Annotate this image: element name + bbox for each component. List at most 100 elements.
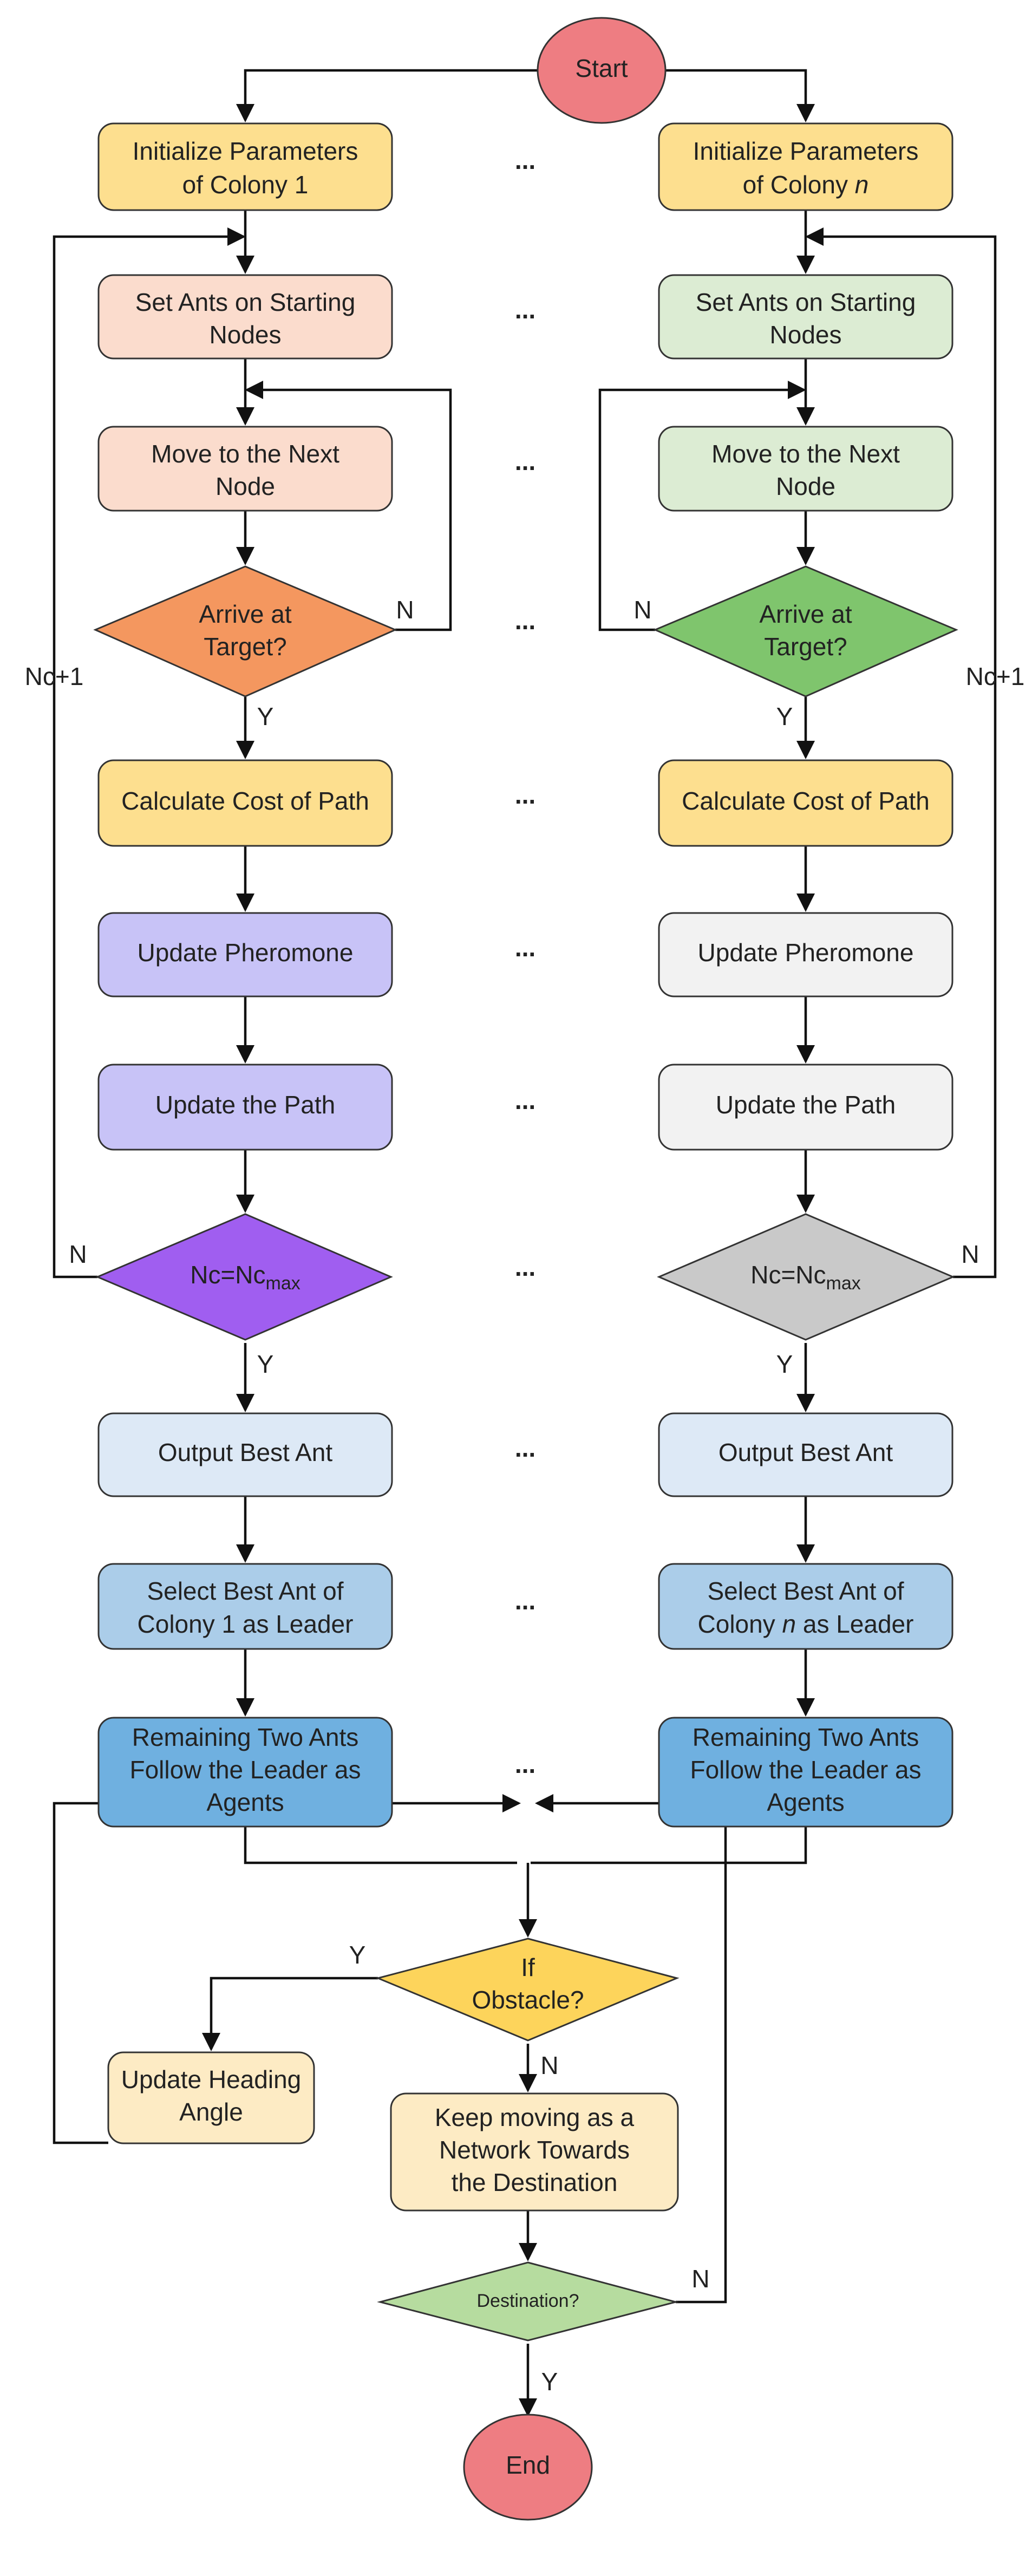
c1-nc-diamond — [95, 1213, 393, 1341]
ellipsis-row-arrive: ... — [515, 606, 535, 635]
keep-moving-line3: the Destination — [452, 2168, 618, 2196]
cn-path-label: Update the Path — [716, 1091, 896, 1119]
end-ellipse — [463, 2414, 593, 2521]
ellipsis-markers: ... ... ... ... ... ... ... ... ... ... … — [515, 146, 535, 1778]
c1-path-box — [97, 1064, 393, 1151]
cn-cost-box — [658, 759, 953, 847]
c1-remain-box — [97, 1717, 393, 1828]
c1-cost-box — [97, 759, 393, 847]
c1-select-box — [97, 1563, 393, 1650]
ellipsis-row-path: ... — [515, 1086, 535, 1114]
edge-destination-no-loop — [535, 1794, 727, 2304]
cn-init-node: Initialize Parameters of Colony n — [658, 122, 953, 211]
cn-path-box — [658, 1064, 953, 1151]
edge-c1-nc-no-loop — [53, 227, 246, 1279]
obstacle-line2: Obstacle? — [472, 1986, 584, 2014]
cn-select-node: Select Best Ant of Colony n as Leader — [658, 1563, 953, 1650]
cn-remain-line3: Agents — [767, 1788, 844, 1816]
cn-remain-box — [658, 1717, 953, 1828]
c1-select-line1: Select Best Ant of — [147, 1577, 343, 1605]
edge-label-cn-nc-no: N — [961, 1240, 979, 1268]
edge-start-to-colony1 — [236, 69, 570, 122]
colony-n-column: Initialize Parameters of Colony n Set An… — [653, 122, 958, 1828]
edge-c1-remain-to-merge — [244, 1827, 517, 1864]
edge-cn-remain-to-merge — [531, 1827, 807, 1864]
cn-cost-node: Calculate Cost of Path — [658, 759, 953, 847]
cn-select-box — [658, 1563, 953, 1650]
cn-init-line2: of Colony n — [743, 171, 869, 199]
ellipsis-row-nc: ... — [515, 1253, 535, 1281]
edge-label-cn-arrive-yes: Y — [776, 702, 793, 731]
destination-diamond — [377, 2261, 679, 2342]
c1-move-box — [97, 426, 393, 512]
edge-label-obstacle-yes: Y — [349, 1941, 366, 1969]
end-label: End — [506, 2451, 550, 2479]
c1-pheromone-node: Update Pheromone — [97, 912, 393, 997]
c1-set-node: Set Ants on Starting Nodes — [97, 274, 393, 360]
cn-set-line2: Nodes — [770, 321, 842, 349]
heading-line2: Angle — [179, 2098, 243, 2126]
start-ellipse — [537, 17, 667, 124]
c1-path-label: Update the Path — [155, 1091, 335, 1119]
cn-arrive-diamond — [653, 565, 958, 697]
c1-move-node: Move to the Next Node — [97, 426, 393, 512]
cn-nc-decision: Nc=Ncmax — [657, 1213, 955, 1341]
obstacle-line1: If — [521, 1953, 535, 1981]
cn-init-box — [658, 122, 953, 211]
ellipsis-row-pheromone: ... — [515, 934, 535, 962]
c1-select-line2: Colony 1 as Leader — [138, 1610, 354, 1638]
edge-label-obstacle-no: N — [540, 2051, 558, 2079]
edge-cn-arrive-no-loop — [598, 381, 806, 631]
c1-remain-node: Remaining Two Ants Follow the Leader as … — [97, 1717, 393, 1828]
c1-set-line1: Set Ants on Starting — [135, 288, 356, 316]
c1-select-node: Select Best Ant of Colony 1 as Leader — [97, 1563, 393, 1650]
cn-move-line1: Move to the Next — [711, 440, 900, 468]
edge-cn-nc-no-loop — [805, 227, 997, 1279]
cn-output-node: Output Best Ant — [658, 1412, 953, 1497]
cn-select-line2: Colony n as Leader — [698, 1610, 914, 1638]
c1-remain-line2: Follow the Leader as — [129, 1756, 361, 1784]
c1-set-line2: Nodes — [210, 321, 282, 349]
c1-init-line2: of Colony 1 — [182, 171, 309, 199]
cn-pheromone-node: Update Pheromone — [658, 912, 953, 997]
ellipsis-row-cost: ... — [515, 781, 535, 809]
end-terminal: End — [463, 2414, 593, 2521]
c1-arrive-line1: Arrive at — [199, 600, 291, 628]
destination-label: Destination? — [476, 2291, 579, 2311]
c1-cost-label: Calculate Cost of Path — [121, 787, 369, 815]
edge-label-c1-arrive-no: N — [396, 596, 414, 624]
c1-move-line1: Move to the Next — [151, 440, 339, 468]
c1-arrive-diamond — [93, 565, 397, 697]
c1-nc-label: Nc=Ncmax — [190, 1261, 301, 1294]
ellipsis-row-move: ... — [515, 447, 535, 475]
cn-pheromone-label: Update Pheromone — [698, 938, 914, 967]
c1-path-node: Update the Path — [97, 1064, 393, 1151]
cn-output-box — [658, 1412, 953, 1497]
cn-pheromone-box — [658, 912, 953, 997]
start-terminal: Start — [537, 17, 667, 124]
ellipsis-row-set: ... — [515, 296, 535, 324]
cn-arrive-line1: Arrive at — [759, 600, 852, 628]
ellipsis-row-output: ... — [515, 1434, 535, 1462]
cn-move-line2: Node — [776, 472, 835, 500]
cn-arrive-decision: Arrive at Target? — [653, 565, 958, 697]
keep-moving-line2: Network Towards — [439, 2136, 630, 2164]
c1-arrive-line2: Target? — [204, 632, 286, 661]
edge-start-to-colonyn — [633, 69, 815, 122]
edge-label-cn-arrive-no: N — [633, 596, 651, 624]
cn-move-box — [658, 426, 953, 512]
cn-remain-line2: Follow the Leader as — [690, 1756, 921, 1784]
c1-init-node: Initialize Parameters of Colony 1 — [97, 122, 393, 211]
cn-set-line1: Set Ants on Starting — [696, 288, 916, 316]
cn-nc-label: Nc=Ncmax — [750, 1261, 861, 1294]
cn-arrive-line2: Target? — [764, 632, 847, 661]
c1-pheromone-box — [97, 912, 393, 997]
heading-line1: Update Heading — [121, 2065, 301, 2094]
edge-label-c1-nc-yes: Y — [257, 1350, 274, 1378]
c1-output-box — [97, 1412, 393, 1497]
cn-select-line1: Select Best Ant of — [707, 1577, 904, 1605]
keep-moving-line1: Keep moving as a — [435, 2103, 635, 2131]
edge-label-destination-yes: Y — [541, 2368, 558, 2396]
colony-1-column: Initialize Parameters of Colony 1 Set An… — [93, 122, 397, 1828]
